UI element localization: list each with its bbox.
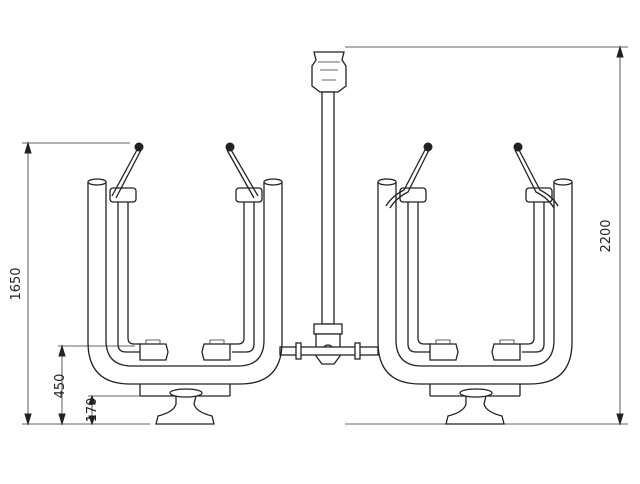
right-handle-1	[385, 147, 427, 207]
post-column	[321, 91, 335, 325]
left-frame-cap-l	[87, 178, 107, 186]
label-2200: 2200	[599, 219, 614, 252]
post-collar	[313, 323, 343, 335]
right-pedal-1-grip	[435, 339, 451, 344]
left-base-cap	[169, 388, 203, 398]
left-pedal-2	[201, 343, 231, 361]
left-base	[155, 395, 215, 425]
right-frame-outer	[377, 182, 573, 385]
right-base	[445, 395, 505, 425]
arrow-top	[616, 45, 624, 58]
connecting-beam	[279, 346, 379, 356]
left-pivot-1	[109, 187, 137, 203]
dimension-1650: 1650	[9, 141, 150, 426]
right-pedal-2-grip	[499, 339, 515, 344]
right-handle-2	[517, 147, 559, 207]
left-walker-unit	[87, 142, 283, 425]
right-leg-2	[522, 200, 545, 353]
arrow-top	[58, 344, 66, 357]
post-cap	[311, 51, 347, 93]
dimension-170: 170	[85, 394, 160, 426]
left-pedal-1	[139, 343, 169, 361]
right-handle-1b	[389, 149, 430, 209]
right-frame-inner	[395, 182, 555, 367]
left-leg-2	[232, 200, 255, 353]
right-walker-unit	[377, 142, 573, 425]
left-pedal-2-grip	[209, 339, 225, 344]
arrow-bottom	[616, 413, 624, 426]
right-pedal-2	[491, 343, 521, 361]
left-handle-2	[229, 147, 259, 197]
left-frame-outer	[87, 182, 283, 385]
right-leg-2-inner	[520, 200, 535, 345]
left-handle-2b	[226, 149, 255, 199]
right-leg-1	[407, 200, 430, 353]
right-frame-cap-l	[377, 178, 397, 186]
arrow-bottom	[24, 413, 32, 426]
right-handle-knob-2	[513, 142, 523, 152]
right-pedal-1	[429, 343, 459, 361]
left-handle-knob-2	[225, 142, 235, 152]
beam-flange-right	[354, 342, 361, 360]
left-frame-inner	[105, 182, 265, 367]
right-handle-knob-1	[423, 142, 433, 152]
right-pivot-1	[399, 187, 427, 203]
arrow-bottom	[58, 413, 66, 426]
left-handle-1b	[115, 149, 142, 199]
arrow-bottom	[88, 415, 96, 426]
left-leg-1-inner	[127, 200, 142, 345]
dimension-450: 450	[53, 344, 135, 426]
beam-flange-left	[295, 342, 302, 360]
arrow-top	[24, 141, 32, 154]
post-cap-detail	[318, 61, 340, 81]
dimension-2200: 2200	[345, 45, 628, 426]
right-leg-1-inner	[417, 200, 432, 345]
label-1650: 1650	[9, 267, 24, 300]
left-frame-cap-r	[263, 178, 283, 186]
left-leg-2-inner	[230, 200, 245, 345]
arrow-top	[88, 394, 96, 405]
right-handle-2b	[514, 149, 555, 209]
label-170: 170	[85, 398, 100, 423]
left-leg-1	[117, 200, 140, 353]
left-handle-1	[111, 147, 139, 197]
right-frame-cap-r	[553, 178, 573, 186]
right-base-cap	[459, 388, 493, 398]
label-450: 450	[53, 374, 68, 399]
left-handle-knob-1	[134, 142, 144, 152]
central-post	[279, 51, 379, 365]
left-pedal-1-grip	[145, 339, 161, 344]
